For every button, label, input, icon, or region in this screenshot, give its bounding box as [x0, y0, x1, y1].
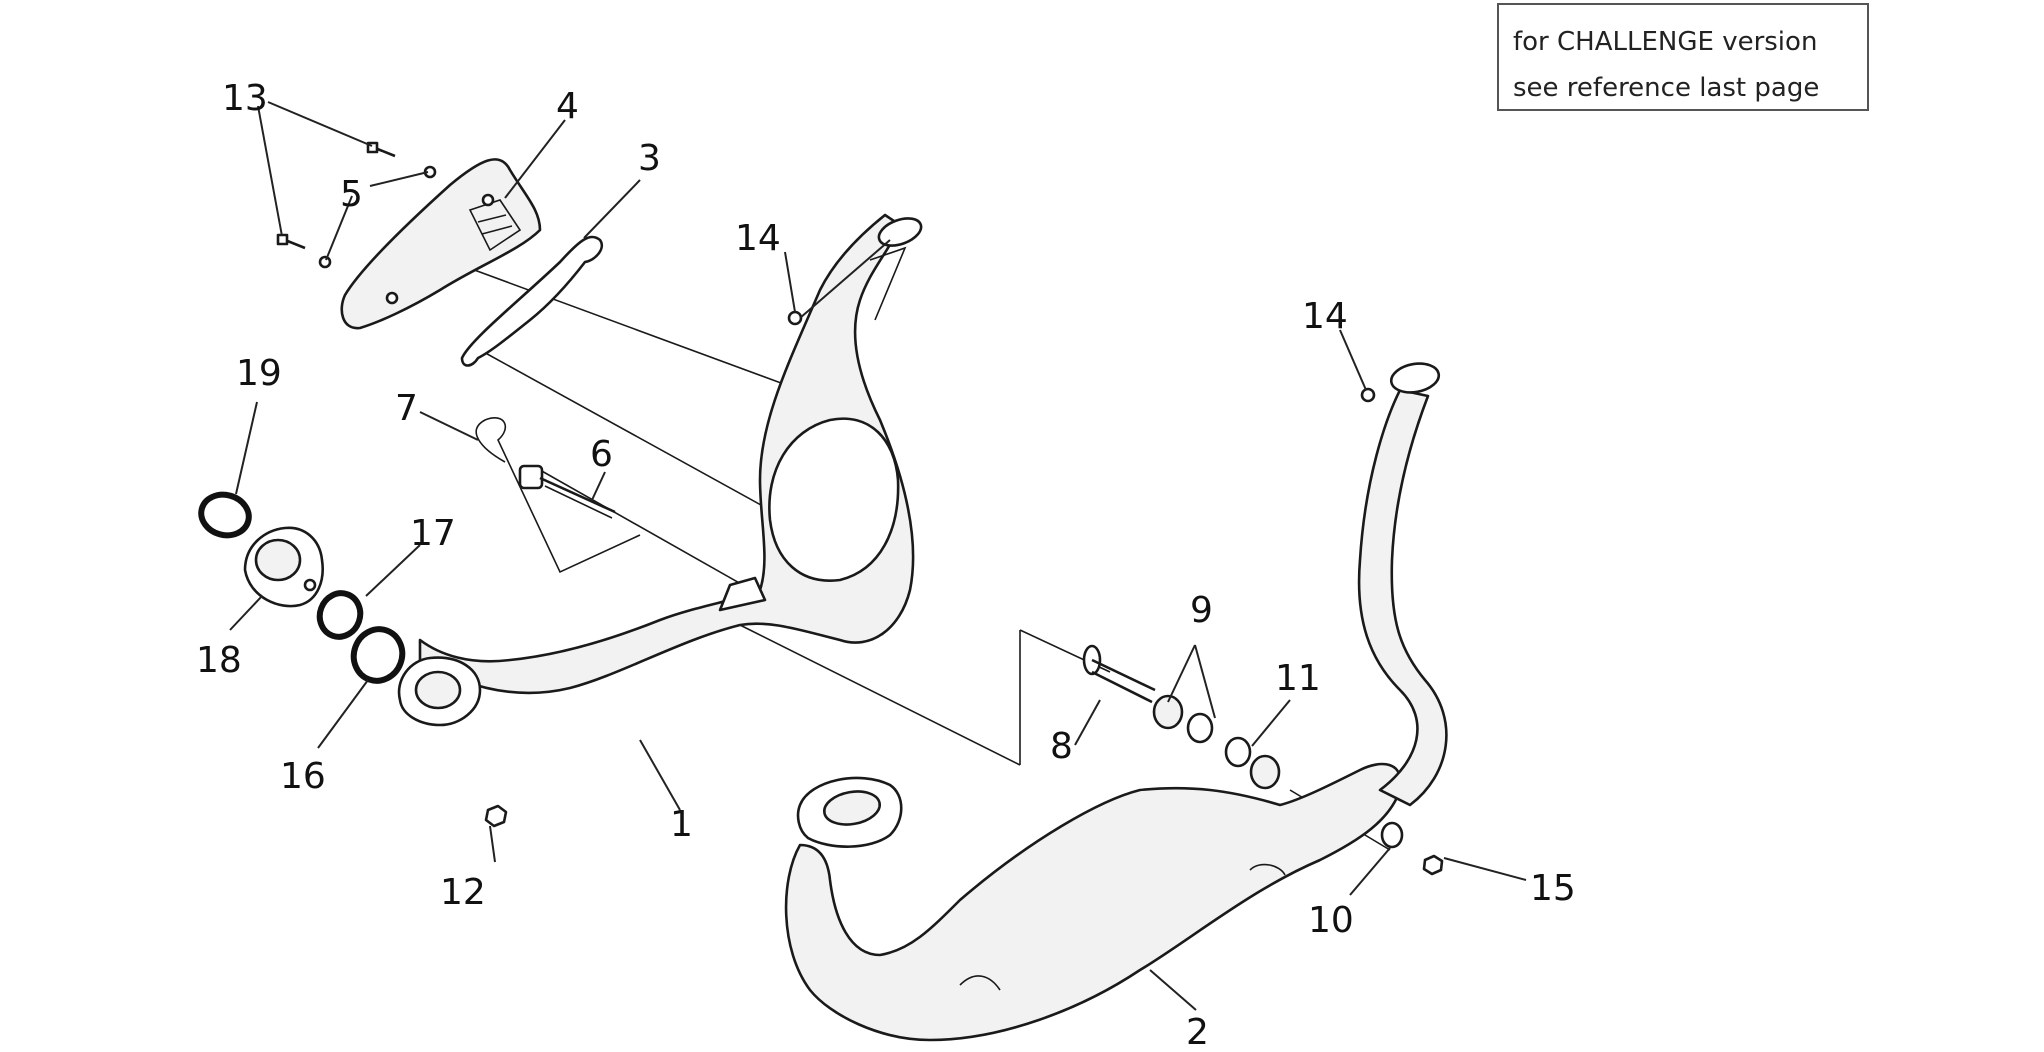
exhaust-pipe-part-1: [418, 213, 923, 695]
callout-18: 18: [196, 640, 242, 681]
washer-part-10: [1380, 821, 1404, 849]
spacer-part-8: [1082, 644, 1156, 704]
callout-7: 7: [395, 388, 418, 429]
callout-5: 5: [340, 174, 363, 215]
callout-16: 16: [280, 756, 326, 797]
callout-9: 9: [1190, 590, 1213, 631]
nut-part-14-left: [787, 310, 803, 326]
callout-14-left: 14: [735, 218, 781, 259]
nut-part-14-right: [1360, 387, 1376, 403]
header-pipe-right: [1357, 362, 1448, 807]
bushings-part-9: [1152, 694, 1214, 744]
callout-13: 13: [222, 78, 268, 119]
callout-3: 3: [638, 138, 661, 179]
callout-17: 17: [410, 513, 456, 554]
callout-6: 6: [590, 434, 613, 475]
callout-19: 19: [236, 353, 282, 394]
callout-11: 11: [1275, 658, 1321, 699]
bushing-part-11: [1224, 736, 1281, 790]
callout-1: 1: [670, 804, 693, 845]
stud-part-6: [518, 464, 616, 519]
callout-2: 2: [1186, 1012, 1209, 1052]
gasket-part-17: [316, 590, 364, 640]
callout-15: 15: [1530, 868, 1576, 909]
spring-part-7: [475, 417, 641, 574]
nut-part-15: [1422, 854, 1444, 876]
callout-14-right: 14: [1302, 296, 1348, 337]
nut-part-12: [484, 804, 508, 828]
sealing-ring-part-19: [198, 491, 252, 539]
callout-leaders: [229, 101, 1527, 1011]
pipe-flange: [397, 656, 482, 727]
flange-part-18: [243, 526, 324, 608]
note-line-1: for CHALLENGE version: [1513, 27, 1818, 57]
gasket-part-16: [350, 626, 406, 684]
callout-labels: 13 4 5 3 14 14 19 7 6 17 18 16 1 12 9 11…: [196, 78, 1576, 1052]
callout-8: 8: [1050, 726, 1073, 767]
reference-note-box: for CHALLENGE version see reference last…: [1497, 3, 1869, 111]
washers-part-5: [318, 165, 437, 269]
heat-shield-part-4: [340, 158, 542, 330]
bolts-part-13: [276, 141, 396, 250]
callout-12: 12: [440, 872, 486, 913]
bracket-part-3: [460, 235, 604, 367]
silencer-part-2: [784, 762, 1402, 1042]
note-line-2: see reference last page: [1513, 73, 1820, 103]
callout-4: 4: [556, 86, 579, 127]
callout-10: 10: [1308, 900, 1354, 941]
